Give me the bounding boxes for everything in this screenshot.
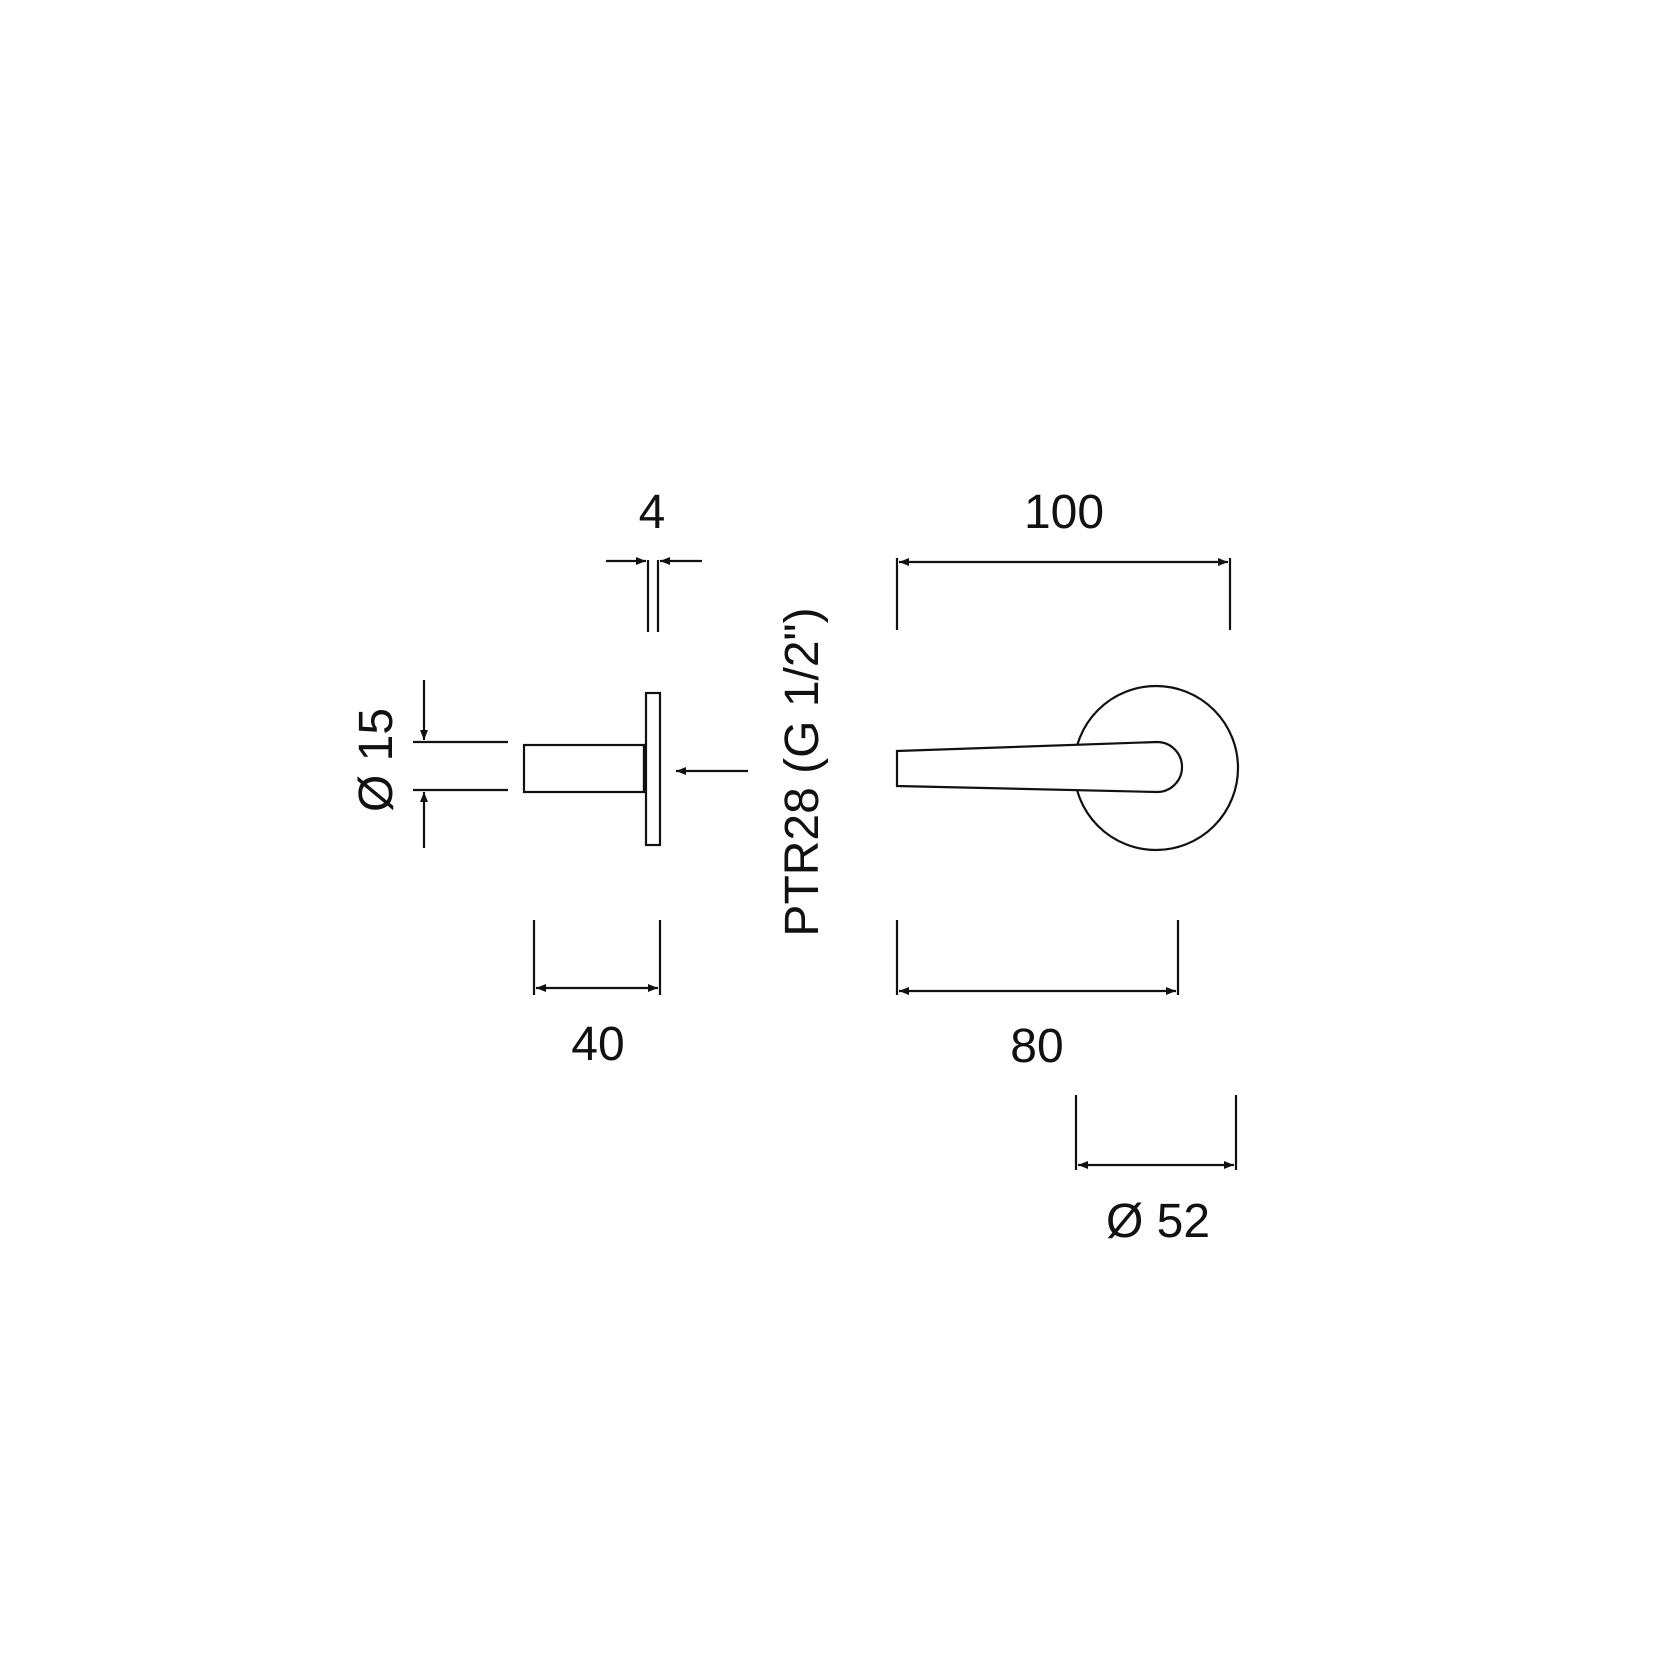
- dim-spindle-diameter: Ø 15: [350, 680, 508, 848]
- side-view: [522, 691, 748, 847]
- dim-label-lever-length: 80: [1010, 1020, 1063, 1073]
- dim-label-plate-thickness: 4: [639, 486, 666, 539]
- part-code: PTR28 (G 1/2"): [776, 607, 829, 936]
- dim-lever-total: 100: [895, 486, 1232, 630]
- spindle-body: [522, 743, 646, 794]
- dim-label-spindle-length: 40: [571, 1018, 624, 1071]
- dim-label-spindle-diameter: Ø 15: [350, 708, 403, 812]
- dim-lever-length: 80: [895, 920, 1180, 1073]
- lever-handle: [895, 740, 1184, 794]
- dim-spindle-length: 40: [532, 920, 662, 1071]
- dim-label-lever-total: 100: [1024, 486, 1104, 539]
- dim-rosette-diameter: Ø 52: [1074, 1095, 1238, 1248]
- front-view: [895, 684, 1240, 852]
- wall-plate: [644, 691, 662, 847]
- dim-plate-thickness: 4: [606, 486, 702, 632]
- dim-label-rosette-diameter: Ø 52: [1106, 1195, 1210, 1248]
